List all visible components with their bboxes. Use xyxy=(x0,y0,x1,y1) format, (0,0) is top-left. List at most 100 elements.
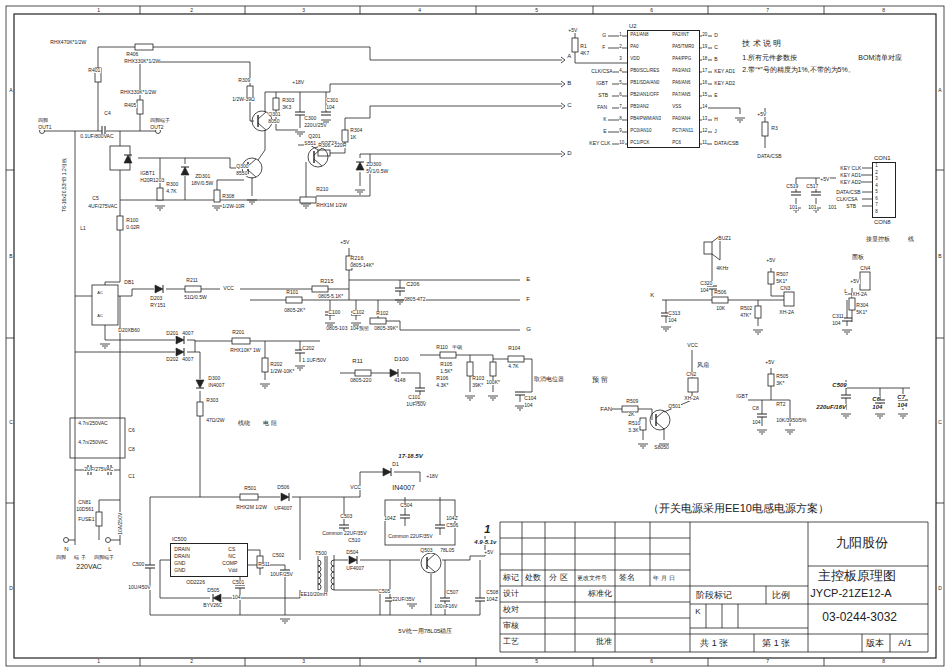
capacitor-plate xyxy=(395,288,405,289)
part-label: 四脚端子 xyxy=(94,555,115,560)
part-label: 校对 xyxy=(503,606,520,614)
diode-bar xyxy=(163,285,164,293)
ground-bar xyxy=(409,606,415,607)
capacitor-symbol xyxy=(321,112,331,115)
part-label: C101 xyxy=(408,395,421,400)
wire xyxy=(762,417,763,426)
part-label: 4148 xyxy=(394,378,406,383)
part-label: R104 xyxy=(508,346,521,351)
part-label: C505 xyxy=(378,589,391,594)
wire xyxy=(608,132,627,133)
part-label: 20 xyxy=(702,33,708,38)
zone-tick xyxy=(6,338,14,339)
part-label: PC6 xyxy=(672,141,681,146)
part-label: KEY AD1 xyxy=(714,69,735,74)
wire xyxy=(265,372,266,380)
ground-bar xyxy=(264,388,266,389)
wire xyxy=(285,573,286,615)
part-label: PA6/AN6 xyxy=(672,81,691,86)
resistor-symbol xyxy=(262,358,268,372)
wire xyxy=(500,618,690,619)
wire xyxy=(150,615,480,616)
ground-bar xyxy=(789,434,791,435)
diode-symbol xyxy=(176,348,184,356)
part-label: PA4/PPG xyxy=(672,57,692,62)
part-label: 1 xyxy=(484,524,491,535)
part-label: N xyxy=(64,546,69,552)
part-label: XH-2A xyxy=(684,396,699,401)
wire xyxy=(195,352,200,379)
wire xyxy=(690,522,691,652)
wire xyxy=(349,280,520,281)
part-label: +5V xyxy=(765,360,775,365)
wire xyxy=(250,300,286,301)
ground-bar xyxy=(795,212,797,213)
part-label: 8050 xyxy=(268,119,280,124)
ground-bar xyxy=(301,204,311,205)
part-label: 7 xyxy=(875,203,878,208)
transistor-collector xyxy=(656,411,664,418)
part-label: B xyxy=(938,254,942,259)
wire xyxy=(690,628,808,629)
part-label: 7 xyxy=(766,8,769,13)
zone-tick xyxy=(140,6,141,14)
part-label: R106 xyxy=(436,376,449,381)
capacitor-plate xyxy=(435,528,445,529)
part-reference: U2 xyxy=(629,23,637,29)
part-label: 104预留 xyxy=(350,326,369,331)
ground-bar xyxy=(212,206,222,207)
part-label: 12 xyxy=(702,129,708,134)
wire xyxy=(258,497,280,498)
part-label: PA7/AN5 xyxy=(672,93,691,98)
capacitor-plate xyxy=(841,395,851,396)
part-label: C509 xyxy=(832,382,847,388)
ground-bar xyxy=(877,416,883,417)
resistor-symbol xyxy=(96,512,102,526)
part-label: E xyxy=(714,93,718,98)
part-label: A/1 xyxy=(898,639,912,648)
part-label: C xyxy=(714,45,718,50)
part-label: 5 xyxy=(535,659,538,664)
part-label: A xyxy=(9,88,13,93)
part-label: 3K* xyxy=(776,381,785,386)
ground-bar xyxy=(155,206,165,207)
part-label: GND xyxy=(174,561,186,566)
wire xyxy=(360,172,361,186)
part-label: Q503 xyxy=(420,548,433,553)
wire xyxy=(808,566,928,567)
part-label: B xyxy=(567,80,572,86)
part-label: 主控板原理图 xyxy=(818,569,897,582)
part-label: CN2 xyxy=(686,372,697,377)
part-label: B xyxy=(714,57,718,62)
wire xyxy=(370,106,562,107)
resistor-symbol xyxy=(214,190,220,202)
diode-triangle xyxy=(176,348,184,356)
part-label: R210 xyxy=(316,187,329,192)
wire xyxy=(394,472,420,482)
part-label: R303 xyxy=(282,98,295,103)
part-label: 1K xyxy=(350,135,357,140)
part-label: 6 xyxy=(650,8,653,13)
transformer-core xyxy=(325,556,326,594)
part-label: +18V xyxy=(292,80,304,85)
part-label: R303 xyxy=(206,398,219,403)
ground-bar xyxy=(295,132,305,133)
diode-triangle xyxy=(281,493,289,501)
wire xyxy=(106,131,156,132)
part-label: CN3 xyxy=(780,286,791,291)
wire xyxy=(300,115,301,128)
component-outline xyxy=(784,292,794,306)
wire xyxy=(265,341,266,358)
diode-bar xyxy=(398,369,399,377)
part-label: 取消电位器 xyxy=(534,376,565,382)
wire xyxy=(292,497,360,498)
transistor-base xyxy=(313,151,314,163)
part-label: 8550 xyxy=(236,171,248,176)
ground-bar xyxy=(251,204,253,205)
part-label: 设计 xyxy=(503,590,520,598)
wire xyxy=(470,376,471,392)
part-label: 1/2W-39Ω xyxy=(232,97,255,102)
part-label: R511 xyxy=(258,562,270,567)
